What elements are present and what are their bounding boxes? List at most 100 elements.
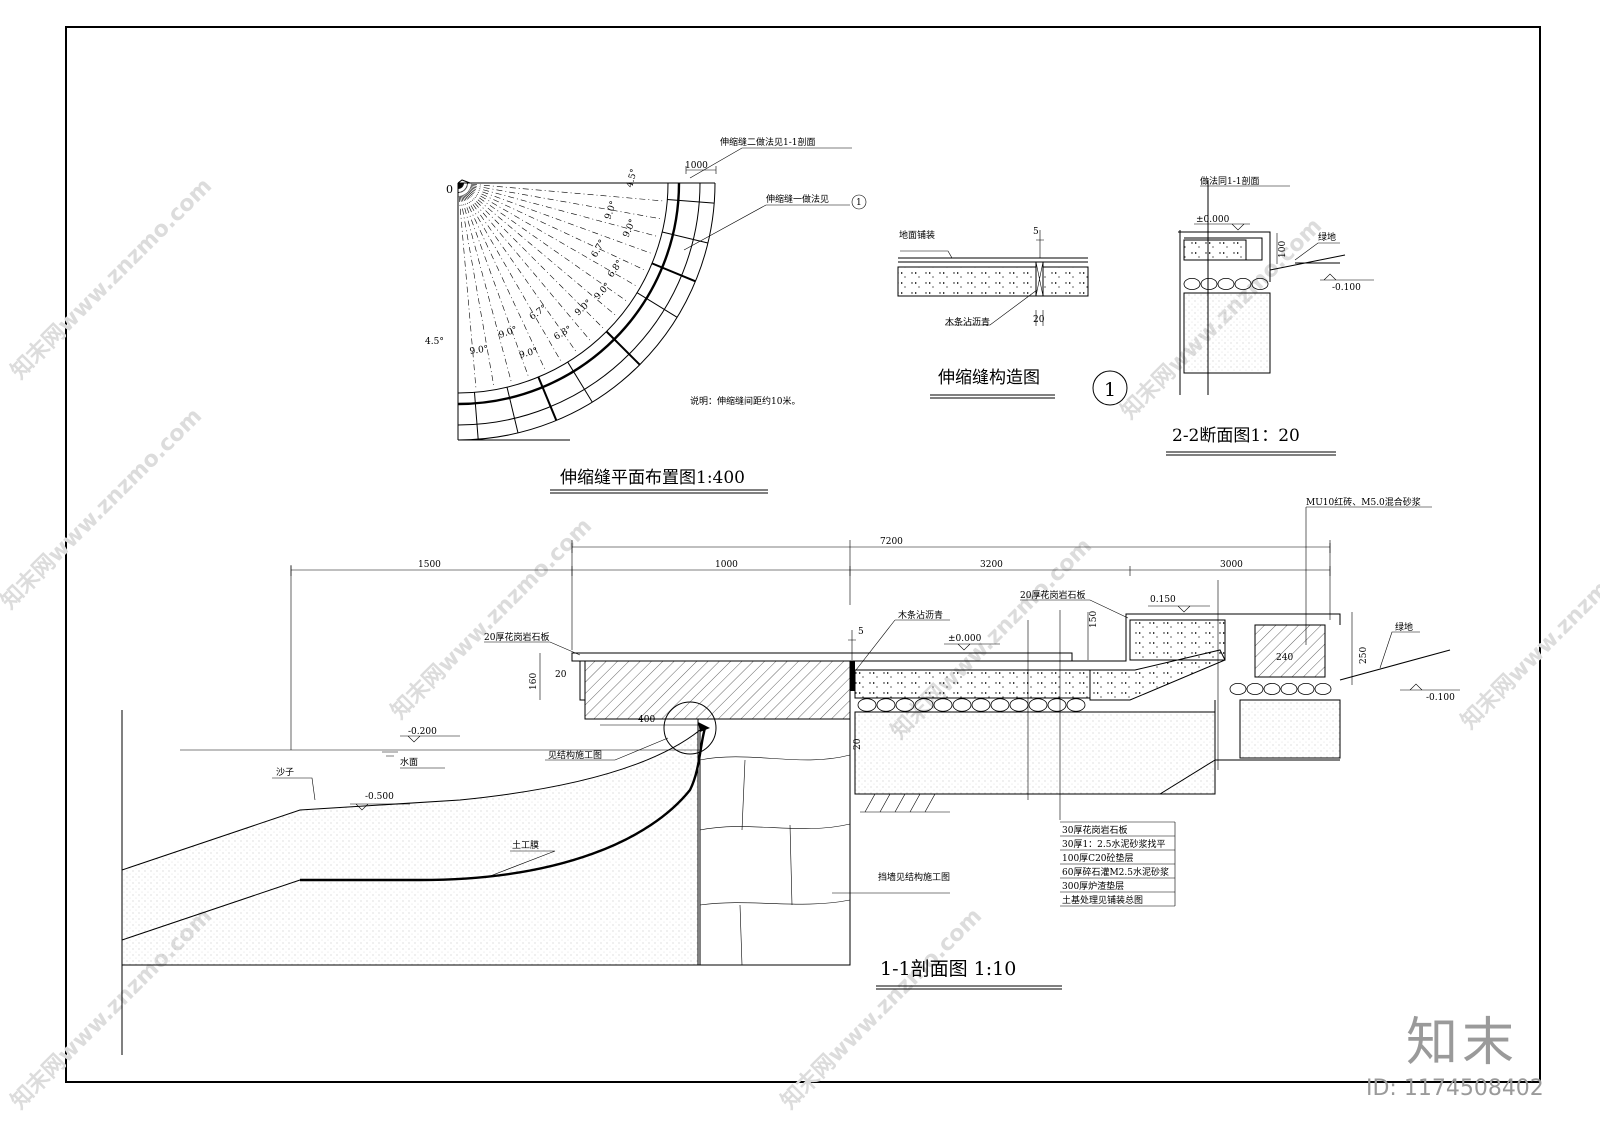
plan-joint-line	[506, 387, 519, 434]
plan-joint-line	[537, 376, 558, 421]
plan-dim-1000: 1000	[685, 161, 708, 171]
plan-joint-line	[473, 392, 479, 440]
section11-dim-240: 240	[1276, 653, 1293, 663]
plan-ray-line	[457, 182, 512, 382]
plan-ray-line	[457, 182, 660, 219]
section11-dim-1000: 1000	[715, 560, 738, 570]
plan-ray-line	[457, 182, 561, 361]
plan-angle: 6.7°	[590, 238, 608, 259]
plan-note-joint1-ref: 1	[856, 198, 862, 208]
section11-dim-160: 160	[529, 673, 539, 690]
gravel-stone	[1066, 698, 1086, 712]
section22-green: 绿地	[1318, 231, 1336, 243]
detail1-dim-20: 20	[1033, 315, 1045, 325]
section11-dim-total: 7200	[880, 537, 903, 547]
gravel-stone	[914, 698, 934, 712]
section11-level-neg100: -0.100	[1426, 693, 1455, 703]
gravel-stone	[1183, 277, 1201, 290]
plan-ray-line	[457, 182, 604, 329]
section22-level-neg: -0.100	[1332, 283, 1361, 293]
detail1-dim-5: 5	[1033, 227, 1039, 237]
plan-angle: 9.0°	[573, 298, 594, 318]
gravel-stone	[876, 698, 896, 712]
plan-note-joint1: 伸缩缝一做法见	[766, 193, 829, 205]
section11-dim-20a: 20	[555, 670, 567, 680]
section11-label-brick: MU10红砖、M5.0混合砂浆	[1306, 496, 1421, 508]
section11-dim-20b: 20	[853, 738, 863, 750]
section11-wall: 挡墙见结构施工图	[878, 871, 950, 883]
gravel-stone	[952, 698, 972, 712]
plan-ray-line	[457, 182, 591, 341]
watermark: 知末网www.znzmo.com	[386, 513, 597, 724]
section11-see-struct: 见结构施工图	[548, 749, 602, 761]
gravel-stone	[933, 698, 953, 712]
detail1-label-bottom: 木条沾沥青	[945, 316, 990, 328]
section11-label-granite20-b: 20厚花岗岩石板	[1020, 589, 1085, 601]
plan-ray-line	[457, 182, 627, 301]
section11-level-0: ±0.000	[948, 634, 982, 644]
layer-item: 60厚碎石灌M2.5水泥砂浆	[1062, 866, 1169, 878]
section22-dim-100: 100	[1278, 241, 1288, 258]
gravel-stone	[1217, 277, 1235, 290]
gravel-stone	[895, 698, 915, 712]
layer-item: 300厚炉渣垫层	[1062, 880, 1124, 892]
layer-item: 土基处理见铺装总图	[1062, 894, 1143, 906]
section11-dim-150: 150	[1089, 611, 1099, 628]
plan-ray-line	[457, 182, 636, 286]
plan-angle: 9.0°	[622, 218, 639, 239]
detail1-title: 伸缩缝构造图	[938, 368, 1040, 388]
plan-angle: 6.8°	[553, 325, 574, 343]
section11-label-green: 绿地	[1395, 621, 1413, 633]
plan-ray-line	[457, 182, 651, 254]
gravel-stone	[1229, 683, 1247, 696]
watermark-layer: 知末网www.znzmo.com 知末网www.znzmo.com 知末网www…	[0, 173, 1600, 1114]
plan-angle-top: 4.5°	[625, 168, 640, 189]
plan-angle: 9.0°	[603, 200, 619, 221]
detail1-label-top: 地面铺装	[899, 229, 935, 241]
gravel-stone	[1028, 698, 1048, 712]
plan-angle: 6.8°	[606, 259, 625, 280]
plan-joint-line	[662, 231, 709, 244]
plan-angle: 9.0°	[469, 344, 489, 357]
layer-item: 30厚花岗岩石板	[1062, 824, 1127, 836]
plan-remark: 说明：伸缩缝间距约10米。	[690, 395, 800, 407]
section11-water: 水面	[400, 756, 418, 768]
section11-label-wood: 木条沾沥青	[898, 609, 943, 621]
brand-logo: 知末	[1406, 1013, 1519, 1073]
section11-dim-5: 5	[858, 627, 864, 637]
brand-id: ID: 1174508402	[1366, 1076, 1544, 1101]
plan-angle: 6.7°	[528, 303, 549, 322]
section11-label-granite20-a: 20厚花岗岩石板	[484, 631, 549, 643]
plan-note-joint2: 伸缩缝二做法见1-1剖面	[720, 136, 816, 148]
plan-ray-line	[457, 182, 616, 316]
section22-note: 做法同1-1剖面	[1200, 175, 1260, 187]
gravel-stone	[857, 698, 877, 712]
plan-ray-line	[457, 182, 529, 376]
section11-dim-3200: 3200	[980, 560, 1003, 570]
gravel-stone	[1280, 683, 1298, 696]
watermark: 知末网www.znzmo.com	[0, 403, 207, 614]
plan-joint-line	[651, 262, 696, 283]
section-1-1: 7200 1500 1000 3200 3000 MU10红砖、M5.0混合砂浆…	[121, 496, 1460, 1055]
section-2-2: 做法同1-1剖面 ±0.000 100 绿地 -0.100 2-2断面图1：20	[1166, 175, 1374, 456]
watermark: 知末网www.znzmo.com	[1456, 523, 1600, 734]
section11-title: 1-1剖面图 1:10	[880, 958, 1016, 980]
section11-dim-400: 400	[638, 715, 655, 725]
layer-item: 30厚1：2.5水泥砂浆找平	[1062, 838, 1166, 850]
plan-ray-line	[457, 182, 545, 369]
plan-angle-left: 4.5°	[425, 337, 444, 347]
plan-joint-line	[605, 330, 641, 366]
layer-item: 100厚C20砼垫层	[1062, 852, 1134, 864]
plan-joint-line	[667, 198, 715, 204]
gravel-stone	[990, 698, 1010, 712]
gravel-stone	[1246, 683, 1264, 696]
section22-level-0: ±0.000	[1196, 215, 1230, 225]
plan-zero: 0	[446, 183, 453, 196]
layer-legend: 30厚花岗岩石板 30厚1：2.5水泥砂浆找平 100厚C20砼垫层 60厚碎石…	[1060, 821, 1176, 907]
sheet-border	[65, 26, 1541, 1083]
gravel-stone	[1047, 698, 1067, 712]
section11-level-neg500: -0.500	[365, 792, 394, 802]
gravel-stone	[1009, 698, 1029, 712]
gravel-stone	[1234, 277, 1252, 290]
